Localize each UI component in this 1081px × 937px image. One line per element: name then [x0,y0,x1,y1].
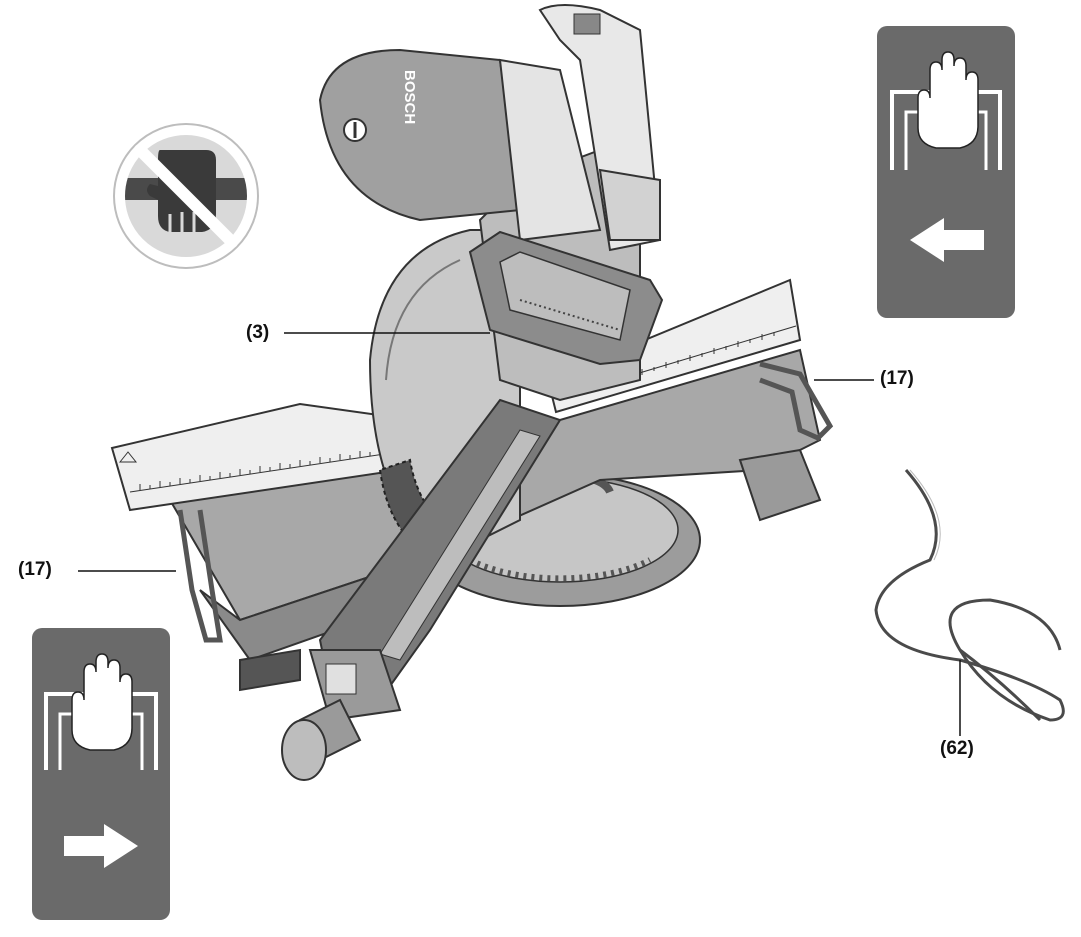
arrow-right-icon [64,824,138,868]
extension-rail-left [177,509,223,643]
push-left-pictogram [877,26,1015,318]
prohibition-pictogram [111,121,261,271]
callout-extension-left: (17) [18,559,52,580]
callout-handle: (3) [246,322,270,343]
callout-cable: (62) [940,738,974,759]
motor-brand-logo: BOSCH [401,70,418,124]
miter-saw: BOSCH [110,4,834,781]
front-slide-rail [239,398,562,722]
arrow-left-icon [910,218,984,262]
motor-housing: BOSCH [318,48,602,242]
extension-rail-right [759,361,834,441]
leader-lines [78,332,961,736]
front-knob [281,698,362,781]
coiled-cable [874,469,1065,722]
carrying-handle [468,230,664,366]
push-right-pictogram [32,628,170,920]
callout-extension-right: (17) [880,368,914,389]
